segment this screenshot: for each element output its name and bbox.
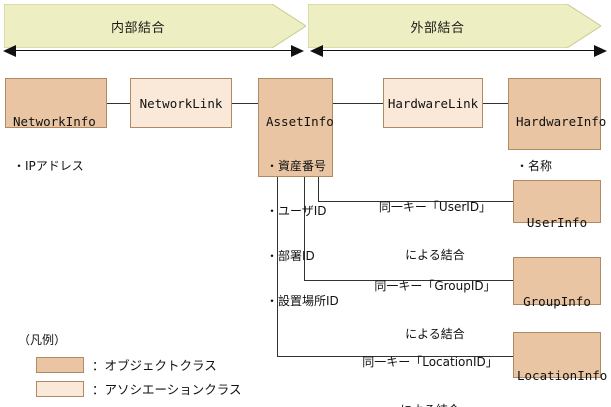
class-box-network-link-title: NetworkLink [139,95,223,111]
class-box-hardware-info-attr-0: ・名称 [516,159,553,173]
class-box-asset-info[interactable]: AssetInfo ・資産番号 ・ユーザID ・部署ID ・設置場所ID [258,78,339,308]
connector-hardwarelink-hardwareinfo [482,103,509,104]
legend-title: （凡例） [18,333,67,347]
connector-assetinfo-userinfo-horizontal [318,201,514,202]
class-box-location-info-title: LocationInfo [517,368,608,383]
join-label-user: 同一キー「UserID」 による結合 [355,167,515,295]
connector-assetinfo-locationinfo-vertical [277,176,278,357]
connector-assetinfo-hardwarelink [332,103,384,104]
class-box-group-info[interactable]: GroupInfo ・部署 [513,257,601,353]
inner-join-span-axis [10,50,298,51]
join-label-location: 同一キー「LocationID」 による結合 [345,322,515,407]
class-box-asset-info-attr-2: ・部署ID [266,249,315,263]
legend-swatch-object-class [36,356,84,373]
legend-swatch-association-class [36,380,84,397]
connector-networklink-assetinfo [231,103,259,104]
class-box-network-info-title: NetworkInfo [13,114,96,129]
class-box-asset-info-attr-0: ・資産番号 [266,159,327,173]
class-box-user-info-title: UserInfo [526,215,588,230]
outer-join-axis-left-arrowhead [310,45,323,57]
join-label-group-line1: 同一キー「GroupID」 [374,279,496,293]
class-box-network-link[interactable]: NetworkLink [130,78,232,128]
banner-inner-join-label: 内部結合 [110,21,165,36]
class-box-hardware-link-title: HardwareLink [387,95,479,111]
connector-assetinfo-groupinfo-horizontal [304,280,514,281]
class-box-hardware-info[interactable]: HardwareInfo ・名称 ・機器種別 [508,78,607,218]
join-label-location-line2: による結合 [345,402,515,407]
class-box-location-info[interactable]: LocationInfo ・設置場所 [513,332,607,383]
class-box-asset-info-attr-3: ・設置場所ID [266,294,339,308]
class-box-user-info[interactable]: UserInfo ・ユーザ名 [513,180,601,274]
legend-row-object-class: ：オブジェクトクラス [36,355,217,374]
class-box-asset-info-title: AssetInfo [266,114,334,129]
class-box-hardware-link[interactable]: HardwareLink [383,78,483,128]
connector-assetinfo-userinfo-vertical [318,176,319,202]
legend-label-object-class: ：オブジェクトクラス [92,358,217,373]
join-label-group: 同一キー「GroupID」 による結合 [355,246,515,374]
join-label-group-line2: による結合 [405,327,465,341]
join-label-location-line1: 同一キー「LocationID」 [362,355,498,369]
join-label-user-line1: 同一キー「UserID」 [378,200,492,214]
inner-join-axis-right-arrowhead [291,45,304,57]
connector-assetinfo-locationinfo-horizontal [277,356,514,357]
banner-outer-join-label: 外部結合 [410,21,465,36]
inner-join-axis-left-arrowhead [3,45,16,57]
join-label-user-line2: による結合 [405,248,465,262]
class-box-asset-info-attr-1: ・ユーザID [266,204,327,218]
class-box-network-info-attr-0: ・IPアドレス [13,159,84,173]
outer-join-axis-right-arrowhead [594,45,607,57]
banner-inner-join-shape [4,4,306,48]
class-box-hardware-info-title: HardwareInfo [516,114,607,129]
legend-row-association-class: ：アソシエーションクラス [36,379,242,398]
outer-join-span-axis [317,50,601,51]
legend-label-association-class: ：アソシエーションクラス [92,382,242,397]
connector-assetinfo-groupinfo-vertical [304,176,305,281]
class-box-network-info[interactable]: NetworkInfo ・IPアドレス [5,78,107,173]
connector-networkinfo-networklink [106,103,132,104]
banner-outer-join-shape [308,4,601,48]
class-box-group-info-title: GroupInfo [523,294,591,309]
